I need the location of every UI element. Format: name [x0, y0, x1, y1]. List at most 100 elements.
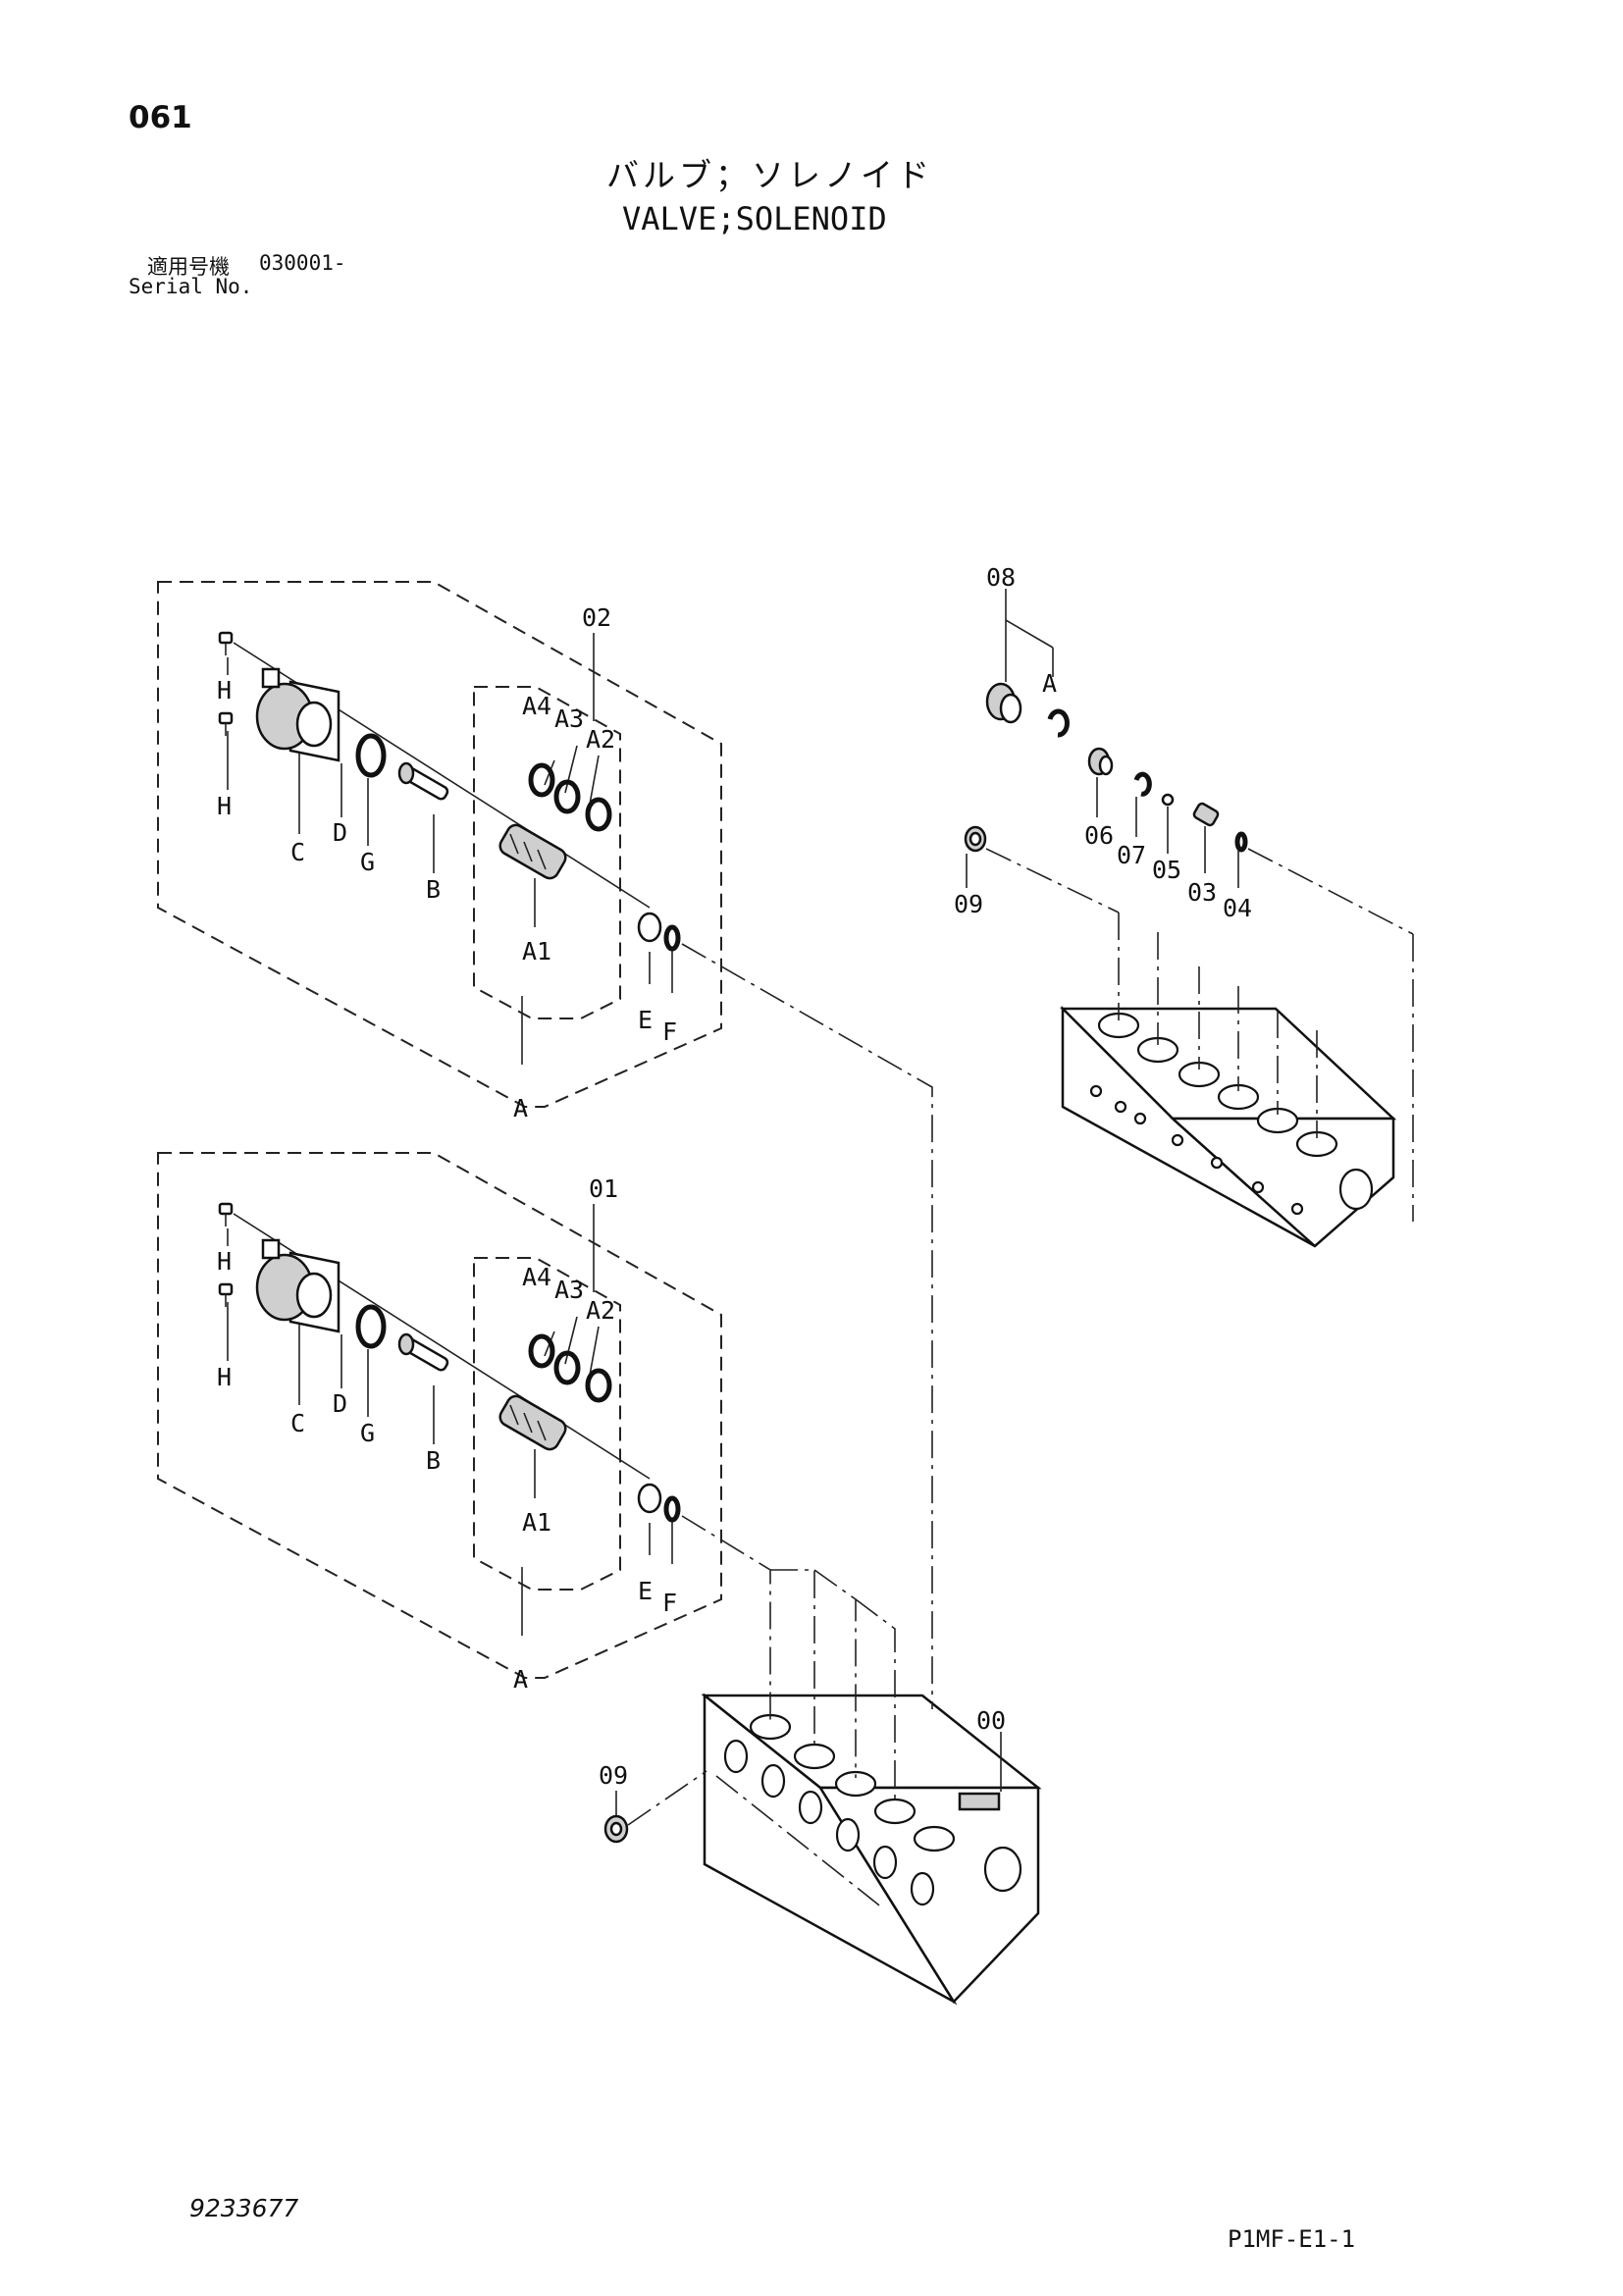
nameplate	[958, 1792, 1001, 1811]
label-h: H	[217, 676, 232, 704]
ball-05-icon	[1161, 793, 1175, 807]
label-07: 07	[1117, 841, 1146, 869]
page-number: 061	[129, 100, 192, 135]
end-port	[1338, 1168, 1374, 1211]
side-port	[1171, 1133, 1184, 1147]
label-a2: A2	[586, 725, 615, 754]
bolt-h-icon	[218, 631, 234, 655]
assembly-01-outline	[157, 1152, 722, 1679]
label-09: 09	[599, 1761, 628, 1790]
page-code: P1MF-E1-1	[1228, 2225, 1356, 2253]
label-e: E	[638, 1006, 653, 1034]
label-h: H	[217, 1247, 232, 1276]
o-ring-f-icon	[663, 924, 681, 952]
plug-09-icon	[603, 1814, 629, 1844]
side-port	[835, 1817, 861, 1852]
label-08: 08	[986, 563, 1016, 592]
o-ring-04-icon	[1234, 831, 1248, 853]
label-c: C	[290, 1409, 305, 1437]
solenoid-assembly-02: 02 H H C D G B A4 A3 A2 A1 E F A	[157, 581, 722, 1122]
o-ring-a4-icon	[528, 1333, 555, 1369]
solenoid-coil-icon	[255, 1238, 340, 1333]
title-english: VALVE;SOLENOID	[622, 200, 887, 237]
serial-label-japanese: 適用号機	[147, 255, 230, 279]
label-a: A	[513, 1665, 528, 1694]
label-09: 09	[954, 890, 983, 918]
plug-08-icon	[985, 682, 1022, 724]
label-f: F	[662, 1018, 677, 1046]
label-h: H	[217, 792, 232, 820]
side-port	[910, 1871, 935, 1906]
serial-label-english: Serial No.	[129, 275, 253, 298]
cartridge-a1-icon	[498, 1394, 567, 1451]
leader-line	[588, 1326, 600, 1382]
leader-line	[564, 745, 578, 794]
side-port	[723, 1739, 749, 1774]
label-04: 04	[1223, 894, 1252, 922]
plug-09-icon	[964, 825, 987, 853]
bolt-h-icon	[218, 1282, 234, 1307]
port-hole	[873, 1798, 916, 1825]
label-03: 03	[1187, 878, 1217, 907]
label-a4: A4	[522, 692, 551, 720]
valve-body-00: 00 09	[599, 1693, 1042, 2006]
label-a1: A1	[522, 937, 551, 965]
assembly-line	[715, 1775, 884, 1909]
label-06: 06	[1084, 821, 1114, 850]
assembly-line	[627, 1770, 707, 1826]
o-ring-a2-icon	[585, 1368, 612, 1403]
o-ring-g-icon	[355, 1304, 387, 1349]
o-ring-a-icon	[1047, 708, 1070, 738]
backup-ring-e-icon	[637, 912, 662, 943]
side-port	[1133, 1112, 1147, 1125]
o-ring-a3-icon	[553, 779, 581, 814]
document-number: 9233677	[189, 2194, 299, 2222]
label-f: F	[662, 1589, 677, 1617]
assembly-line	[681, 943, 933, 1709]
bolt-h-icon	[218, 1202, 234, 1226]
assembly-02-outline	[157, 581, 722, 1108]
side-port	[1210, 1156, 1224, 1170]
cartridge-a1-icon	[498, 823, 567, 880]
label-05: 05	[1152, 856, 1181, 884]
label-c: C	[290, 838, 305, 866]
o-ring-a2-icon	[585, 797, 612, 832]
o-ring-07-icon	[1133, 771, 1152, 797]
side-port	[1114, 1100, 1127, 1114]
label-g: G	[360, 1419, 375, 1447]
side-port	[760, 1763, 786, 1799]
spool-b-icon	[397, 1332, 449, 1372]
side-port	[798, 1790, 823, 1825]
label-b: B	[426, 875, 441, 904]
bolt-h-icon	[218, 711, 234, 736]
port-hole	[793, 1743, 836, 1770]
label-02: 02	[582, 603, 611, 632]
label-a1: A1	[522, 1508, 551, 1537]
label-h: H	[217, 1363, 232, 1391]
o-ring-f-icon	[663, 1495, 681, 1523]
label-a3: A3	[554, 704, 584, 733]
assembly-line	[770, 1569, 815, 1751]
label-d: D	[333, 1389, 347, 1418]
o-ring-a3-icon	[553, 1350, 581, 1385]
o-ring-a4-icon	[528, 762, 555, 798]
solenoid-coil-icon	[255, 667, 340, 762]
body-side-face	[1169, 1117, 1395, 1248]
side-port	[1251, 1180, 1265, 1194]
label-e: E	[638, 1577, 653, 1605]
label-g: G	[360, 848, 375, 876]
side-port	[1089, 1084, 1103, 1098]
port-hole	[913, 1825, 956, 1852]
spool-b-icon	[397, 761, 449, 801]
label-a2: A2	[586, 1296, 615, 1325]
label-a3: A3	[554, 1276, 584, 1304]
label-b: B	[426, 1446, 441, 1475]
backup-ring-e-icon	[637, 1483, 662, 1514]
assembly-line	[1247, 848, 1414, 935]
leader-line	[588, 755, 600, 810]
port-hole	[834, 1770, 877, 1798]
assembly-line	[985, 848, 1120, 913]
sub-assembly-a-outline	[473, 686, 621, 1019]
solenoid-assembly-01: 01 H H C D G B A4 A3 A2 A1 E F A	[157, 1152, 722, 1694]
